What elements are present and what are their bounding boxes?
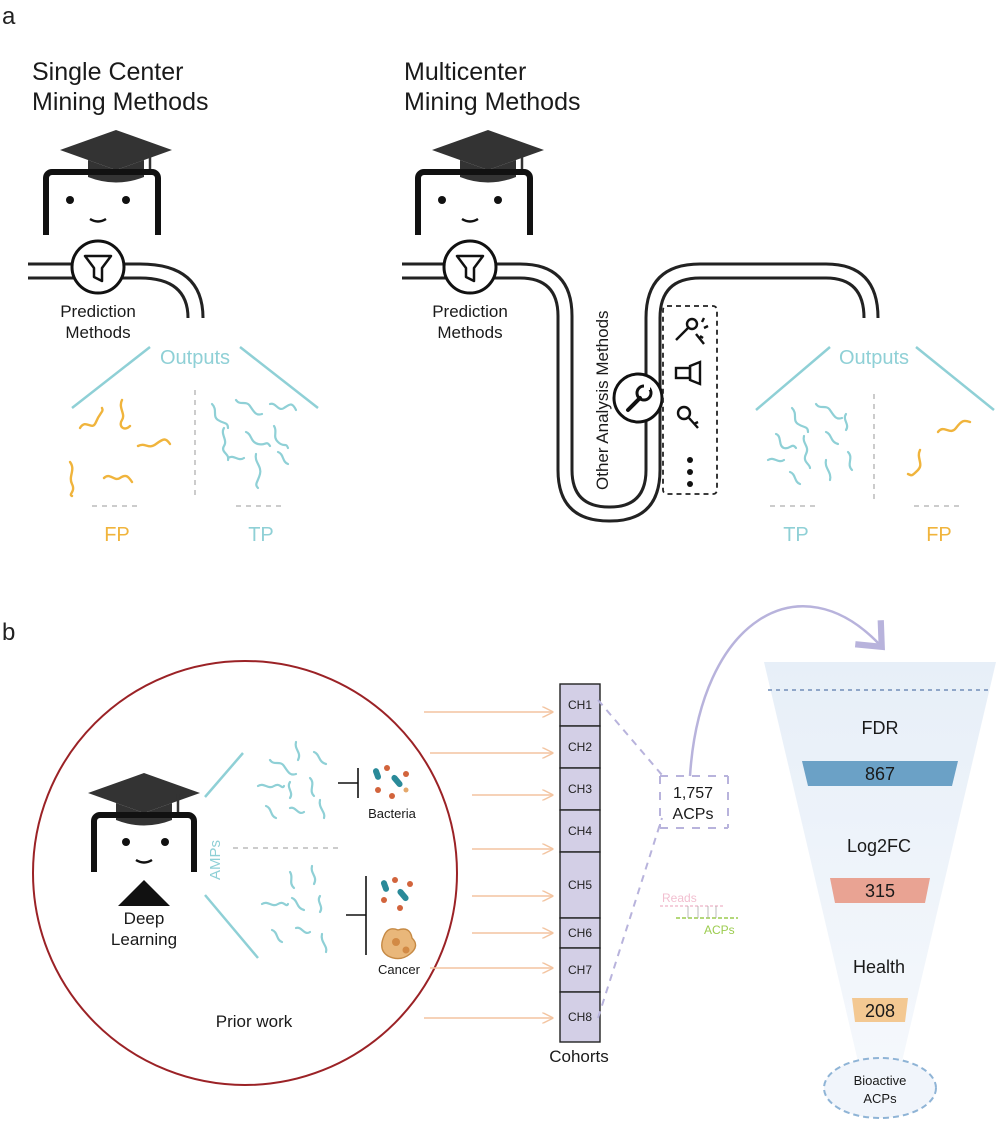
funnel-value1: 867 <box>865 764 895 784</box>
amps-branch-lines <box>204 752 343 959</box>
cohort-label: CH7 <box>568 963 592 977</box>
cohort-ch2: CH2 <box>559 725 601 769</box>
cohort-label: CH5 <box>568 878 592 892</box>
funnel-filter2: Log2FC <box>847 836 911 856</box>
multi-filter-icon <box>442 239 498 295</box>
more-dots-icon <box>687 457 693 487</box>
funnel-band1 <box>802 761 958 786</box>
curved-arrow <box>688 605 885 777</box>
single-tp-peptides <box>210 398 298 490</box>
multi-tp-label: TP <box>783 524 809 546</box>
magnifier-icon <box>676 405 699 429</box>
single-title-line2: Mining Methods <box>32 88 208 116</box>
cohort-ch5: CH5 <box>559 851 601 919</box>
funnel-value2: 315 <box>865 881 895 901</box>
single-outputs-roof <box>71 346 319 507</box>
panel-b-letter: b <box>2 619 15 646</box>
multi-fp-peptides <box>906 419 972 477</box>
multi-pred-line1: Prediction <box>432 302 508 321</box>
single-fp-label: FP <box>104 524 130 546</box>
wrench-hub-icon <box>612 372 664 424</box>
amp-peptides-top <box>256 740 328 820</box>
prior-work-circle <box>32 660 458 1086</box>
single-outputs-label: Outputs <box>160 347 230 369</box>
single-pred-line1: Prediction <box>60 302 136 321</box>
funnel-filter3: Health <box>853 957 905 977</box>
tool-box <box>662 305 718 495</box>
multi-tp-peptides <box>766 402 854 486</box>
multi-pipe <box>402 262 880 523</box>
multi-title-line1: Multicenter <box>404 58 526 86</box>
cancer-label: Cancer <box>378 962 421 977</box>
funnel-band2 <box>830 878 930 903</box>
acps-small-label: ACPs <box>704 923 735 937</box>
cohort-label: CH6 <box>568 926 592 940</box>
cohort-ch7: CH7 <box>559 947 601 993</box>
amp-peptides-bottom <box>260 864 328 954</box>
cohort-label: CH8 <box>568 1010 592 1024</box>
single-filter-icon <box>70 239 126 295</box>
acp-count-line1: 1,757 <box>673 785 713 802</box>
reads-label: Reads <box>662 891 697 905</box>
bottom-line1: Bioactive <box>854 1073 907 1088</box>
amps-label: AMPs <box>207 840 224 880</box>
bioactive-acps-ellipse <box>823 1057 937 1119</box>
single-robot-icon <box>40 130 172 253</box>
cohort-arrows <box>424 712 552 1018</box>
cohorts-label: Cohorts <box>549 1047 609 1066</box>
cohort-label: CH2 <box>568 740 592 754</box>
cohort-ch1: CH1 <box>559 683 601 727</box>
deep-learning-robot-icon <box>88 773 200 906</box>
multi-pred-line2: Methods <box>437 323 502 342</box>
bacteria-inhibit-icon <box>338 765 409 799</box>
cancer-inhibit-icon <box>346 876 417 960</box>
funnel-value3: 208 <box>865 1001 895 1021</box>
prior-work-label: Prior work <box>216 1012 293 1031</box>
single-fp-peptides <box>68 398 172 498</box>
cohort-label: CH4 <box>568 824 592 838</box>
single-pred-line2: Methods <box>65 323 130 342</box>
multi-robot-icon <box>412 130 544 253</box>
acp-count-line2: ACPs <box>673 806 714 823</box>
single-title-line1: Single Center <box>32 58 183 86</box>
funnel-filter1: FDR <box>862 718 899 738</box>
deep-line2: Learning <box>111 930 177 949</box>
multi-title-line2: Mining Methods <box>404 88 580 116</box>
other-methods-label: Other Analysis Methods <box>593 310 612 490</box>
cohort-label: CH3 <box>568 782 592 796</box>
multi-outputs-label: Outputs <box>839 347 909 369</box>
deep-line1: Deep <box>124 909 165 928</box>
multi-fp-label: FP <box>926 524 952 546</box>
cohort-ch6: CH6 <box>559 917 601 949</box>
acp-count-box <box>659 775 729 829</box>
cohort-ch4: CH4 <box>559 809 601 853</box>
single-tp-label: TP <box>248 524 274 546</box>
zoom-lines <box>597 699 663 1019</box>
cohort-label: CH1 <box>568 698 592 712</box>
reads-alignment-icon <box>660 905 738 919</box>
single-pipe <box>28 262 205 319</box>
funnel-band3 <box>852 998 908 1022</box>
bottom-line2: ACPs <box>863 1091 897 1106</box>
panel-a-letter: a <box>2 3 16 30</box>
bacteria-label: Bacteria <box>368 806 416 821</box>
wrench-click-icon <box>675 317 709 345</box>
flashlight-icon <box>674 360 702 386</box>
cohort-ch3: CH3 <box>559 767 601 811</box>
multi-outputs-roof <box>755 346 995 507</box>
cohort-ch8: CH8 <box>559 991 601 1043</box>
